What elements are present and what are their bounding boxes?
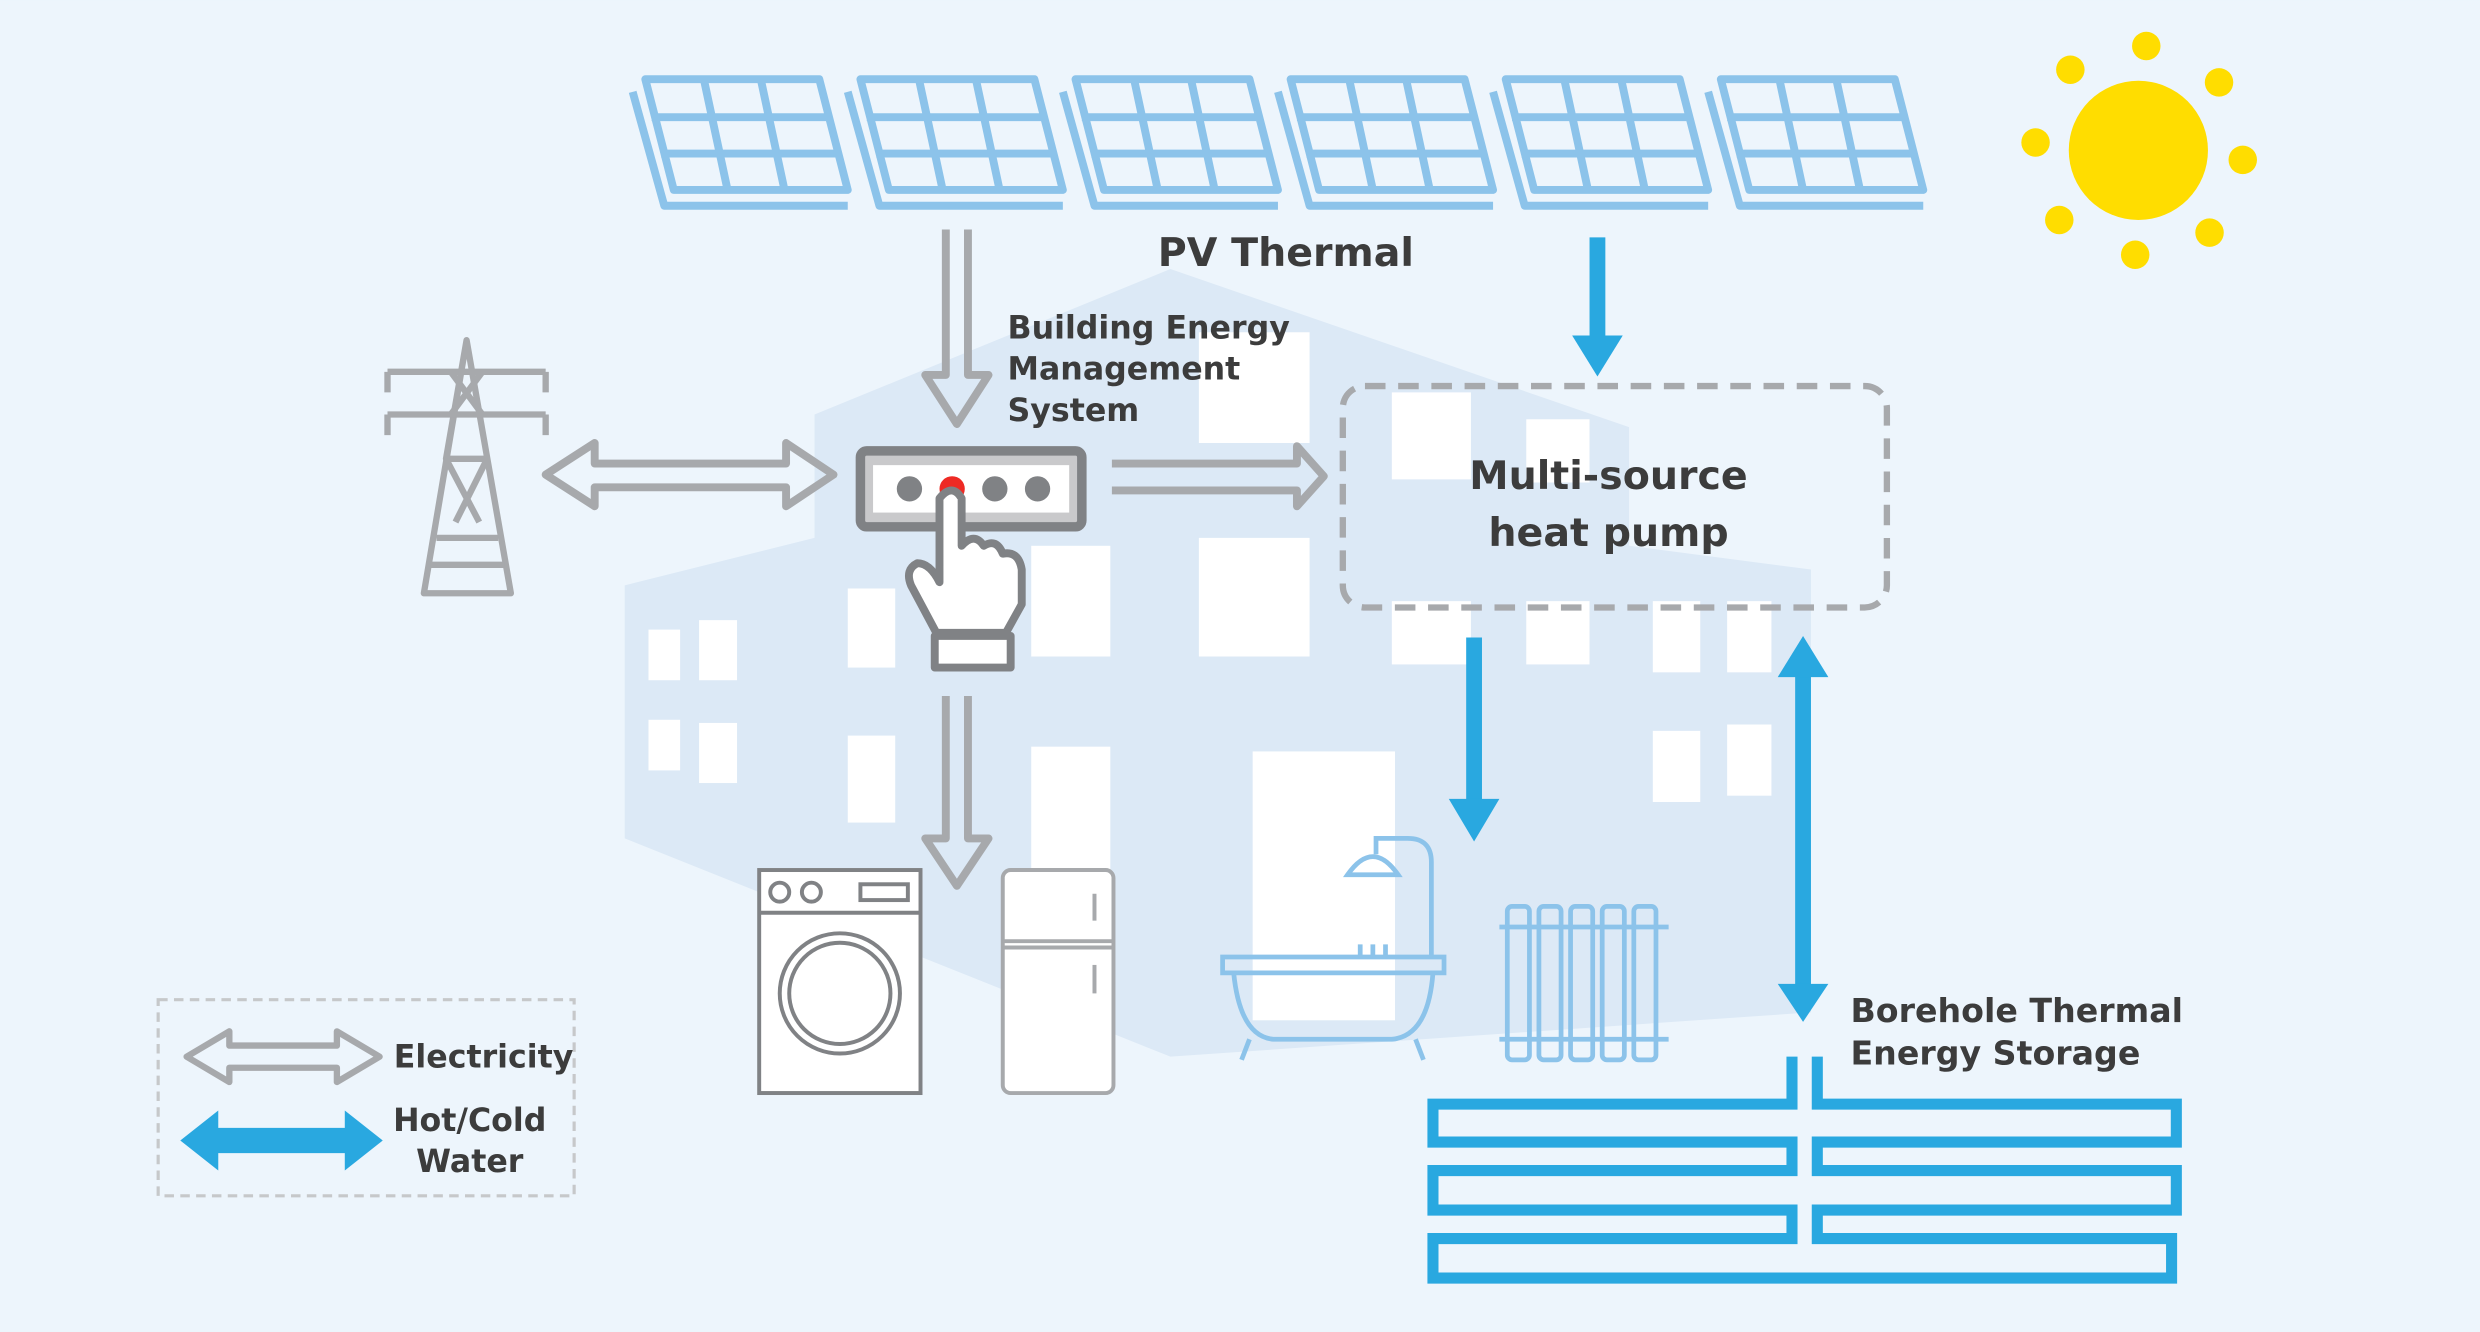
borehole-label-line2: Energy Storage — [1851, 1034, 2141, 1073]
arrow-bems-to-heatpump — [1111, 442, 1328, 511]
sun-icon — [2021, 31, 2257, 270]
solar-panel-icon — [1704, 75, 1928, 210]
bems-label: Building Energy Management System — [1008, 311, 1291, 429]
pv-thermal-label: PV Thermal — [1158, 230, 1414, 276]
svg-text:System: System — [1008, 393, 1140, 429]
solar-panel-frame — [628, 75, 852, 210]
legend-water-arrow — [180, 1110, 383, 1171]
washing-machine-icon — [757, 868, 923, 1096]
arrow-bems-to-appliances — [921, 696, 993, 890]
solar-panel-icon — [1489, 75, 1713, 210]
arrow-pv-to-bems — [921, 229, 993, 428]
power-tower-icon — [384, 337, 549, 597]
borehole-pipes-icon — [1427, 1056, 2182, 1284]
radiator-icon — [1499, 904, 1669, 1063]
solar-panel-icon — [628, 75, 852, 210]
solar-panel-frame — [1489, 75, 1713, 210]
electricity-arrows — [541, 229, 1328, 890]
bathtub-icon — [1220, 836, 1447, 1061]
legend-water-label-line1: Hot/Cold — [393, 1103, 546, 1139]
solar-panel-frame — [843, 75, 1067, 210]
legend: Electricity Hot/Cold Water — [156, 998, 576, 1198]
borehole-label-line1: Borehole Thermal — [1851, 991, 2184, 1030]
heat-pump-label-line2: heat pump — [1488, 510, 1728, 556]
solar-panel-frame — [1274, 75, 1498, 210]
control-panel-icon — [855, 446, 1087, 532]
hand-pointer-icon — [904, 486, 1026, 672]
arrow-grid-bems — [541, 439, 838, 511]
legend-electricity-arrow — [183, 1028, 383, 1086]
legend-electricity-label: Electricity — [394, 1040, 574, 1076]
solar-panel-icon — [843, 75, 1067, 210]
heat-pump-box — [1339, 382, 1891, 611]
fridge-icon — [1000, 868, 1116, 1096]
heat-pump-label-line1: Multi-source — [1469, 453, 1747, 499]
solar-panel-icon — [1059, 75, 1282, 210]
pv-thermal-panels — [628, 75, 1928, 210]
solar-panel-frame — [1059, 75, 1282, 210]
svg-text:Building Energy: Building Energy — [1008, 311, 1291, 347]
water-arrows — [1448, 237, 1829, 1022]
svg-text:Management: Management — [1008, 352, 1241, 388]
legend-water-label-line2: Water — [416, 1144, 524, 1180]
solar-panel-frame — [1704, 75, 1928, 210]
solar-panel-icon — [1274, 75, 1498, 210]
